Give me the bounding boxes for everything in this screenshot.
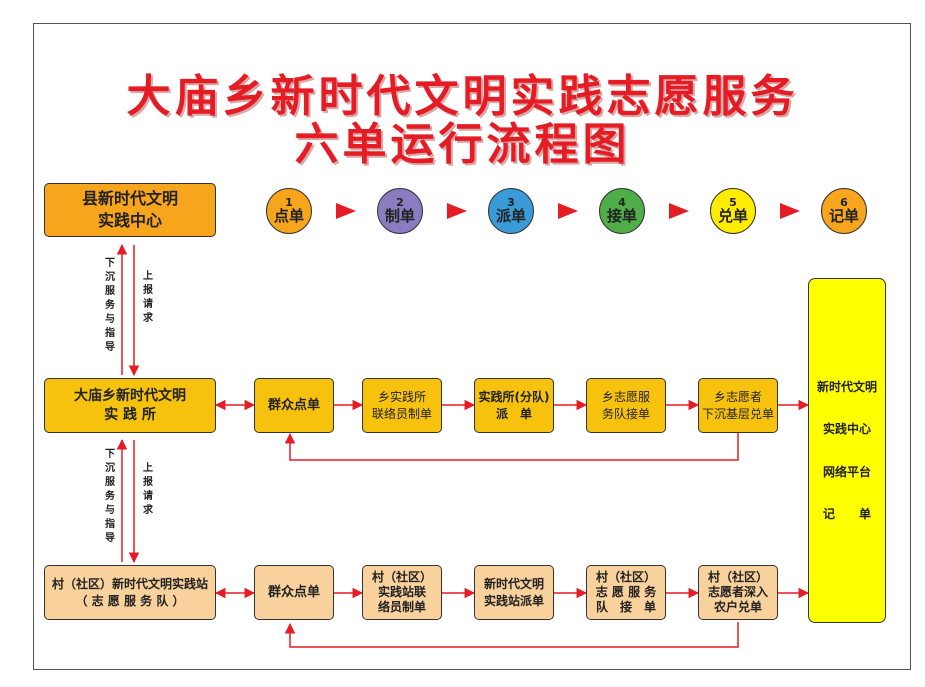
step-number: 4 (618, 196, 626, 209)
village-step-dispatch: 新时代文明 实践站派单 (474, 565, 554, 620)
label-up-request-lower: 上报请求 (143, 463, 153, 516)
town-step-make: 乡实践所 联络员制单 (362, 378, 442, 433)
village-step-line-3: 农户兑单 (713, 600, 762, 614)
step-label: 制单 (384, 207, 415, 225)
town-step-line-1: 群众点单 (267, 397, 320, 413)
village-step-line-3: 队 接 单 (595, 600, 656, 614)
arrow-town-feedback (284, 432, 739, 461)
town-step-line-2: 联络员制单 (371, 406, 432, 421)
village-line-2: （ 志 愿 服 务 队 ） (75, 593, 185, 608)
town-step-line-1: 乡志愿服 (601, 390, 650, 405)
step-number: 2 (396, 196, 404, 209)
town-line-1: 大庙乡新时代文明 (74, 387, 186, 404)
platform-line-1: 新时代文明 (816, 380, 877, 395)
town-step-line-2: 下沉基层兑单 (701, 406, 774, 421)
step-label: 兑单 (717, 207, 748, 225)
step-circle-5: 5 兑单 (710, 188, 756, 234)
town-step-fulfill: 乡志愿者 下沉基层兑单 (698, 378, 778, 433)
step-circle-4: 4 接单 (599, 188, 645, 234)
village-step-fulfill: 村（社区） 志愿者深入 农户兑单 (698, 565, 778, 620)
step-number: 3 (507, 196, 515, 209)
village-step-line-1: 村（社区） (707, 570, 768, 584)
platform-line-2: 实践中心 (822, 422, 871, 437)
step-label: 点单 (273, 207, 304, 225)
town-step-line-1: 乡志愿者 (713, 390, 762, 405)
village-step-order: 群众点单 (254, 565, 334, 620)
town-step-accept: 乡志愿服 务队接单 (586, 378, 666, 433)
label-up-request-upper: 上报请求 (143, 271, 153, 324)
town-step-line-1: 乡实践所 (377, 390, 426, 405)
step-number: 5 (729, 196, 737, 209)
village-step-line-3: 络员制单 (377, 600, 426, 614)
step-arrow-3-4 (558, 203, 578, 219)
step-arrow-5-6 (780, 203, 800, 219)
village-step-line-2: 志愿者深入 (707, 585, 768, 599)
platform-record-box: 新时代文明 实践中心 网络平台 记 单 (808, 278, 886, 623)
arrow-village-feedback (284, 622, 739, 648)
town-station-box: 大庙乡新时代文明 实 践 所 (44, 378, 216, 433)
village-step-line-1: 村（社区） (371, 570, 432, 584)
town-line-2: 实 践 所 (104, 406, 156, 423)
town-step-dispatch: 实践所(分队) 派 单 (474, 378, 554, 433)
title-line-2: 六单运行流程图 (294, 119, 631, 170)
village-step-accept: 村（社区） 志 愿 服 务 队 接 单 (586, 565, 666, 620)
county-line-1: 县新时代文明 (81, 189, 178, 209)
town-step-line-2: 派 单 (495, 406, 532, 421)
step-circle-6: 6 记单 (821, 188, 867, 234)
step-arrow-4-5 (669, 203, 689, 219)
county-center-box: 县新时代文明 实践中心 (44, 183, 216, 237)
step-arrow-1-2 (336, 203, 356, 219)
village-step-line-2: 实践站派单 (483, 593, 544, 608)
step-circle-3: 3 派单 (488, 188, 534, 234)
village-step-line-2: 实践站联 (377, 585, 426, 599)
step-number: 1 (285, 196, 293, 209)
platform-line-3: 网络平台 (822, 464, 871, 479)
step-label: 记单 (828, 207, 859, 225)
village-step-line-1: 村（社区） (595, 570, 656, 584)
village-step-line-1: 群众点单 (267, 584, 320, 600)
town-step-line-2: 务队接单 (601, 406, 650, 421)
diagram-frame (33, 23, 911, 670)
county-line-2: 实践中心 (97, 211, 162, 230)
label-down-service-upper: 下沉服务与指导 (105, 258, 115, 353)
step-arrow-2-3 (447, 203, 467, 219)
step-label: 接单 (606, 207, 637, 225)
village-step-make: 村（社区） 实践站联 络员制单 (362, 565, 442, 620)
village-step-line-2: 志 愿 服 务 (595, 585, 657, 599)
step-circle-1: 1 点单 (266, 188, 312, 234)
platform-line-4: 记 单 (822, 506, 871, 521)
title-line-1: 大庙乡新时代文明实践志愿服务 (126, 71, 799, 122)
village-line-1: 村（社区）新时代文明实践站 (51, 577, 208, 592)
label-down-service-lower: 下沉服务与指导 (105, 449, 115, 544)
step-circle-2: 2 制单 (377, 188, 423, 234)
village-step-line-1: 新时代文明 (483, 577, 544, 592)
step-label: 派单 (495, 207, 526, 225)
village-station-box: 村（社区）新时代文明实践站 （ 志 愿 服 务 队 ） (44, 565, 216, 620)
town-step-order: 群众点单 (254, 378, 334, 433)
town-step-line-1: 实践所(分队) (478, 390, 550, 405)
step-number: 6 (840, 196, 848, 209)
